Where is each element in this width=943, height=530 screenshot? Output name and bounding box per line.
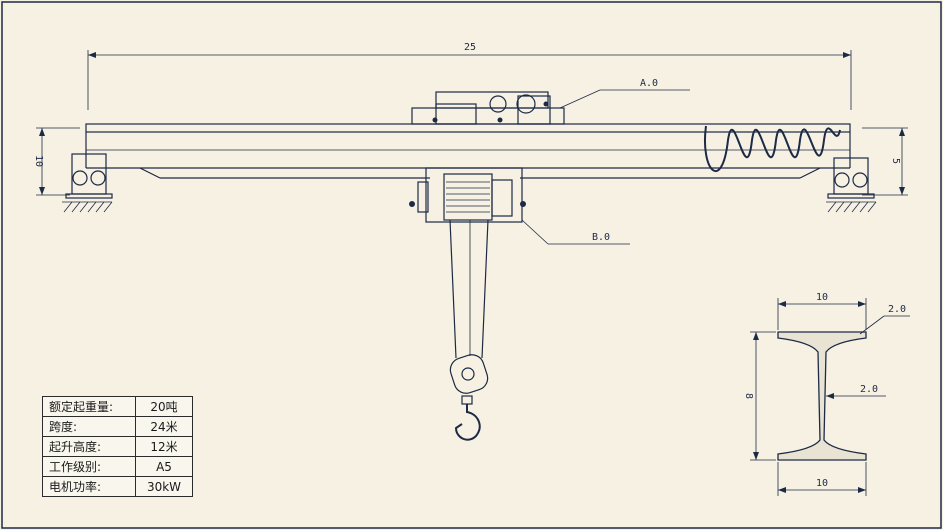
left-height-dimension: 10 <box>33 127 80 196</box>
callout-b: B.0 <box>521 219 630 245</box>
festoon-cable <box>704 125 841 173</box>
spec-value: 24米 <box>135 416 193 437</box>
overall-length-label: 25 <box>464 42 476 53</box>
i-beam-section: 10 10 8 2.0 2.0 <box>743 292 910 496</box>
top-trolley <box>411 91 565 125</box>
spec-value: A5 <box>135 456 193 477</box>
spec-label: 跨度: <box>42 416 136 437</box>
overall-length-dimension: 25 <box>87 42 852 110</box>
spec-value: 30kW <box>135 476 193 497</box>
hoist-trolley <box>409 167 526 223</box>
section-bottom-width: 10 <box>816 478 828 489</box>
end-carriage-right <box>826 157 877 213</box>
spec-label: 工作级别: <box>42 456 136 477</box>
hook-assembly <box>449 219 489 441</box>
section-web-thickness: 2.0 <box>860 384 878 395</box>
table-row: 工作级别: A5 <box>42 456 193 477</box>
callout-a: A.0 <box>559 78 690 109</box>
left-height-label: 10 <box>33 155 44 167</box>
callout-b-label: B.0 <box>592 232 610 243</box>
spec-label: 起升高度: <box>42 436 136 457</box>
spec-table: 额定起重量: 20吨 跨度: 24米 起升高度: 12米 工作级别: A5 电机… <box>42 396 193 497</box>
spec-label: 电机功率: <box>42 476 136 497</box>
section-top-width: 10 <box>816 292 828 303</box>
section-flange-thickness: 2.0 <box>888 304 906 315</box>
right-height-label: 5 <box>890 158 901 164</box>
table-row: 起升高度: 12米 <box>42 436 193 457</box>
right-height-dimension: 5 <box>862 127 908 196</box>
spec-label: 额定起重量: <box>42 396 136 417</box>
table-row: 额定起重量: 20吨 <box>42 396 193 417</box>
end-carriage-left <box>62 153 113 213</box>
spec-value: 20吨 <box>135 396 193 417</box>
callout-a-label: A.0 <box>640 78 658 89</box>
table-row: 跨度: 24米 <box>42 416 193 437</box>
spec-value: 12米 <box>135 436 193 457</box>
section-height: 8 <box>743 393 754 399</box>
table-row: 电机功率: 30kW <box>42 476 193 497</box>
